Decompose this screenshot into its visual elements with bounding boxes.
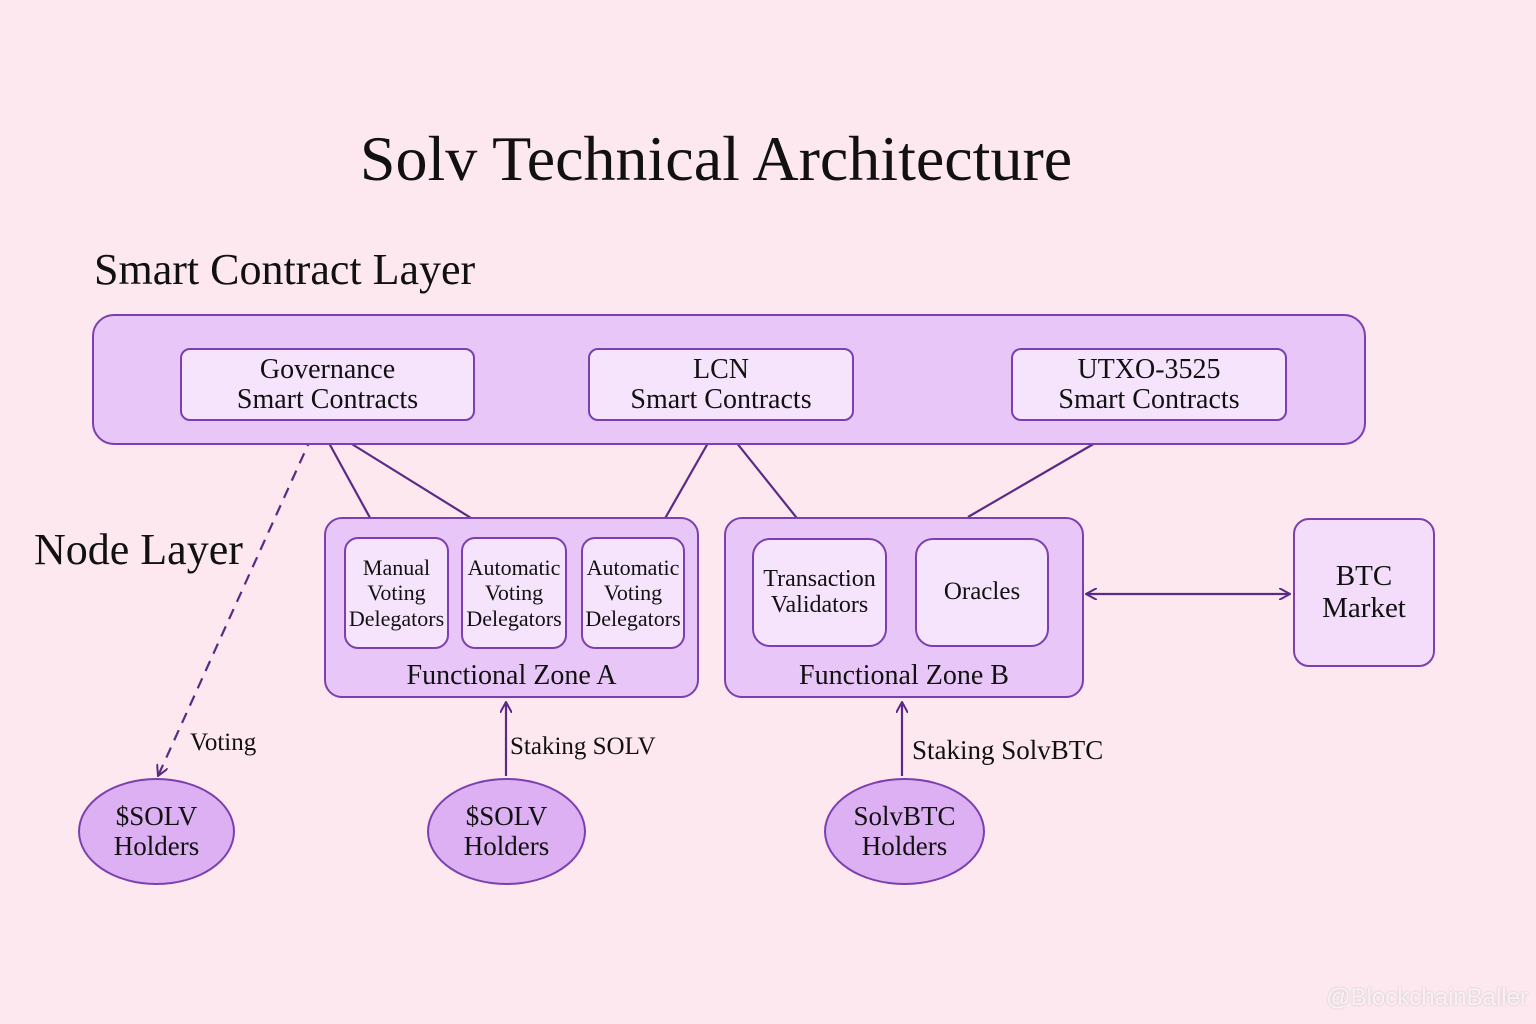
staking-solv-label: Staking SOLV: [510, 733, 656, 760]
card-line: LCN: [693, 354, 749, 386]
transaction-validators: Transaction Validators: [752, 538, 887, 647]
card-line: Smart Contracts: [1058, 383, 1240, 415]
governance-contracts-card: Governance Smart Contracts: [180, 348, 475, 421]
node-line: Voting: [603, 580, 663, 606]
automatic-voting-delegators-1: Automatic Voting Delegators: [461, 537, 567, 649]
card-line: Smart Contracts: [630, 383, 812, 415]
automatic-voting-delegators-2: Automatic Voting Delegators: [581, 537, 685, 649]
watermark: @BlockchainBaller: [1326, 984, 1528, 1011]
oracles: Oracles: [915, 538, 1049, 647]
edge-voting: [158, 435, 314, 776]
node-line: Oracles: [943, 578, 1021, 606]
holder-line: $SOLV: [115, 800, 198, 831]
card-line: UTXO-3525: [1077, 354, 1221, 386]
lcn-contracts-card: LCN Smart Contracts: [588, 348, 854, 421]
card-line: Governance: [259, 354, 396, 386]
card-line: Smart Contracts: [236, 383, 419, 415]
node-line: Manual: [362, 555, 431, 581]
holder-line: SolvBTC: [853, 800, 956, 831]
node-line: Automatic: [467, 555, 561, 581]
holder-line: Holders: [861, 830, 948, 861]
node-line: Voting: [367, 580, 426, 606]
btc-market: BTC Market: [1293, 518, 1435, 667]
node-layer-label: Node Layer: [34, 525, 243, 574]
node-line: Delegators: [585, 605, 681, 631]
voting-label: Voting: [190, 729, 257, 756]
solv-holders-staking: $SOLV Holders: [427, 778, 586, 885]
solv-holders-voting: $SOLV Holders: [78, 778, 235, 885]
page-title: Solv Technical Architecture: [359, 123, 1073, 194]
zone-b-label: Functional Zone B: [799, 660, 1009, 691]
solvbtc-holders: SolvBTC Holders: [824, 778, 985, 885]
node-line: BTC: [1335, 559, 1393, 592]
node-line: Transaction: [763, 566, 876, 593]
node-line: Automatic: [586, 555, 680, 581]
holder-line: Holders: [463, 830, 550, 861]
staking-solvbtc-label: Staking SolvBTC: [912, 735, 1104, 765]
holder-line: Holders: [113, 830, 200, 861]
zone-a-label: Functional Zone A: [406, 660, 617, 691]
smart-contract-layer-label: Smart Contract Layer: [94, 245, 476, 294]
utxo-contracts-card: UTXO-3525 Smart Contracts: [1011, 348, 1287, 421]
node-line: Delegators: [348, 605, 445, 631]
holder-line: $SOLV: [465, 800, 548, 831]
manual-voting-delegators: Manual Voting Delegators: [344, 537, 449, 649]
node-line: Validators: [770, 591, 869, 618]
node-line: Voting: [484, 580, 544, 606]
node-line: Market: [1322, 591, 1406, 624]
node-line: Delegators: [466, 605, 562, 631]
